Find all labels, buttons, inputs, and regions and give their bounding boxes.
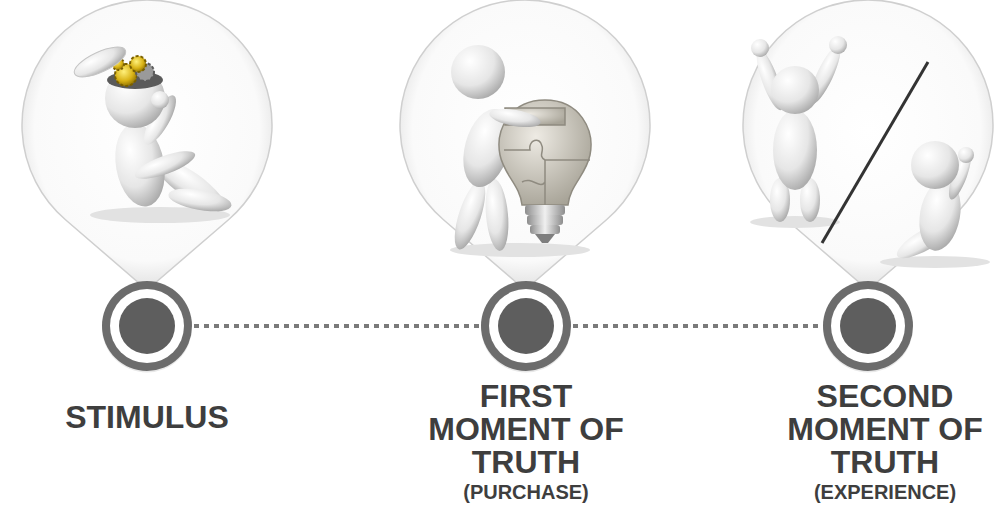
milestone-label: SECOND MOMENT OF TRUTH(EXPERIENCE) [775,380,994,505]
figure-arm [132,146,198,185]
figure-body [773,110,817,190]
thinking-figure [70,41,233,223]
dotted-connector [573,324,821,328]
figure-hand [151,91,169,109]
marker-core [498,298,554,354]
pin-shape [400,0,650,290]
figure-fist [751,39,769,57]
milestone-subtitle: (EXPERIENCE) [775,479,994,505]
figure-shadow [880,256,990,268]
figure-arm [488,106,542,131]
puzzle-seam [504,140,590,205]
pin-shape [743,0,993,290]
bulb-screw [527,215,563,225]
marker-ring [823,281,913,371]
figure-head [451,45,505,99]
figure-head [771,66,819,114]
milestone-subtitle: (PURCHASE) [416,479,636,505]
milestone-title: STIMULUS [37,401,257,434]
milestone-marker [821,279,915,373]
sad-figure [880,141,990,268]
bulb-tip [535,234,555,243]
marker-gap [831,289,905,363]
milestone-title: SECOND MOMENT OF TRUTH [775,380,994,479]
figure-leg [448,177,491,252]
figure-leg [483,178,511,252]
milestone-label: FIRST MOMENT OF TRUTH(PURCHASE) [416,380,636,505]
figure-leg [167,185,234,216]
milestone-marker [479,279,573,373]
happy-figure [750,36,847,228]
milestone-node: STIMULUS [100,279,194,373]
milestone-title: FIRST MOMENT OF TRUTH [416,380,636,479]
marker-ring [481,281,571,371]
figure-fist [829,36,847,54]
marker-core [119,298,175,354]
marker-ring [102,281,192,371]
dotted-connector [194,324,479,328]
marker-gap [489,289,563,363]
figure-head [911,141,959,189]
puzzle-figure [448,45,591,257]
figure-shadow [450,243,590,257]
figure-hand [958,147,974,163]
bulb-screw [525,205,565,215]
pin-shapes [22,0,993,290]
marker-gap [110,289,184,363]
divider-slash [822,62,928,243]
marker-core [840,298,896,354]
milestone-marker [100,279,194,373]
milestone-node: SECOND MOMENT OF TRUTH(EXPERIENCE) [821,279,915,373]
pin-shape [22,0,272,290]
bulb-screw [530,225,560,234]
gear [130,56,146,72]
head-lid [70,41,129,83]
milestone-node: FIRST MOMENT OF TRUTH(PURCHASE) [479,279,573,373]
milestone-label: STIMULUS [37,401,257,434]
figure-shadow [750,216,840,228]
